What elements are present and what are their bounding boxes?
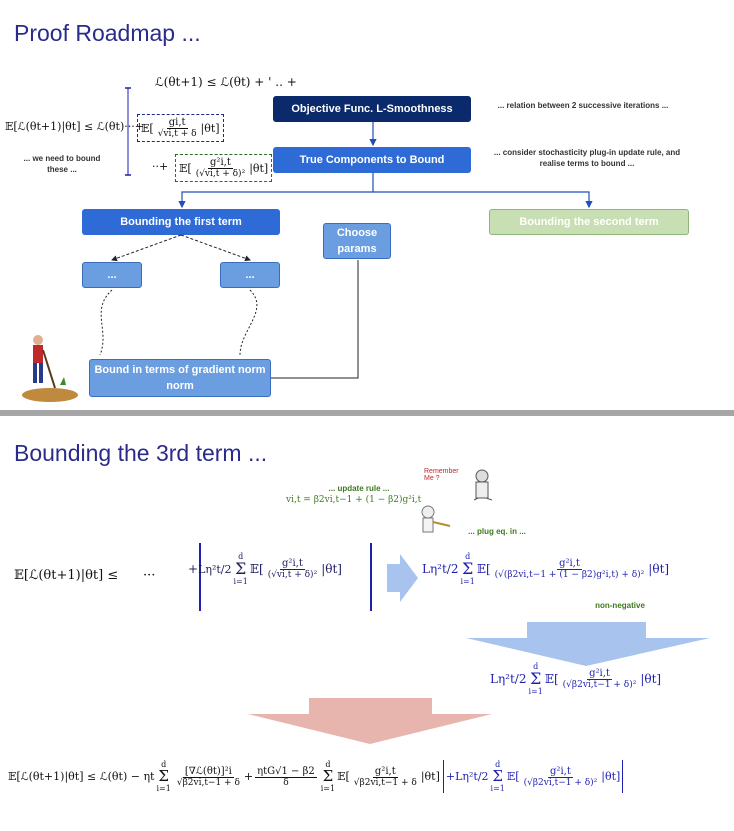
formula-left-b-num: gi,t — [166, 117, 188, 129]
sum-bottom: i=1 — [233, 577, 248, 586]
section-divider — [0, 410, 734, 416]
roadmap-connectors — [22, 87, 593, 402]
formula-left-b-cond: |θt] — [200, 121, 220, 135]
update-rule-eq: vi,t = β2vi,t−1 + (1 − β2)g²i,t — [286, 495, 422, 505]
bottom-graphics — [199, 469, 710, 744]
down-arrow-blue — [466, 622, 710, 666]
term-coefficient: Lη²t/2 — [198, 562, 232, 576]
dotted-left-curve — [99, 289, 113, 356]
formula-left-c-prefix: ··+ — [152, 160, 169, 173]
box-first-term: Bounding the first term — [82, 209, 280, 235]
down-arrow-pink — [248, 698, 492, 744]
note-relation: ... relation between 2 successive iterat… — [497, 101, 669, 110]
note-need-bound: ... we need to bound these ... — [23, 154, 101, 174]
dashed-to-left-dots — [111, 234, 182, 262]
final-t2-num: g²i,t — [372, 765, 398, 778]
note-plug: ... plug eq. in ... — [468, 527, 526, 536]
box-dots-right: ... — [220, 262, 280, 288]
formula-left-b: 𝔼[ gi,t√vi,t + δ |θt] — [137, 114, 224, 142]
non-negative-label: non-negative — [595, 601, 645, 610]
dashed-to-right-dots — [180, 234, 251, 262]
dotted-right-curve — [239, 289, 258, 356]
rhs1-numerator: g²i,t — [557, 558, 582, 570]
formula-left-c-cond: |θt] — [249, 161, 269, 175]
term-numerator: g²i,t — [280, 558, 305, 570]
roadmap-panel: Proof Roadmap ... ℒ(θt+1) ≤ ℒ(θt) + ' ..… — [0, 0, 734, 410]
arrow-to-first-term — [178, 173, 374, 209]
remember-me-label: Remember Me ? — [424, 468, 459, 482]
box-choose-params: Choose params — [323, 223, 391, 259]
pointing-figure-icon — [421, 505, 451, 533]
final-t2-coef-num: ηtG√1 − β2 — [255, 765, 317, 778]
right-arrow — [387, 554, 418, 602]
rhs1-denominator: (√(β2vi,t−1 + (1 − β2)g²i,t) + δ)² — [494, 570, 645, 580]
digging-person-icon — [22, 335, 78, 402]
final-lhs: 𝔼[ℒ(θt+1)|θt] ≤ ℒ(θt) − ηt — [8, 770, 155, 783]
third-term-panel: Bounding the 3rd term ... ... update rul… — [0, 416, 734, 831]
formula-left-b-den: √vi,t + δ — [157, 129, 197, 139]
final-t3-num: g²i,t — [548, 765, 573, 778]
third-term-title: Bounding the 3rd term ... — [14, 440, 268, 466]
term-denominator: (√vi,t + δ)² — [267, 570, 318, 580]
final-t2-den: √β2vi,t−1 + δ — [353, 777, 417, 788]
note-stochastic: ... consider stochasticity plug-in updat… — [493, 148, 681, 168]
formula-left-c-num: g²i,t — [208, 157, 233, 169]
thinking-figure-icon — [473, 469, 493, 501]
final-t1-den: √β2vi,t−1 + δ — [176, 777, 240, 788]
box-second-term: Bounding the second term — [489, 209, 689, 235]
connector-bound-to-choose — [271, 260, 359, 379]
final-t3-coef: Lη²t/2 — [455, 770, 489, 783]
formula-left-c: 𝔼[ g²i,t(√vi,t + δ)² |θt] — [175, 154, 273, 182]
box-objective: Objective Func. L-Smoothness — [273, 96, 471, 122]
rhs2-numerator: g²i,t — [587, 668, 612, 680]
box-bound-gradient: Bound in terms of gradient norm norm — [89, 359, 271, 397]
rhs2-denominator: (√β2vi,t−1 + δ)² — [562, 680, 637, 690]
note-update-rule: ... update rule ... — [328, 484, 390, 493]
final-t1-num: [∇ℒ(θt)]²i — [182, 765, 234, 778]
lhs-dots: ··· — [143, 568, 156, 583]
lhs-expression: 𝔼[ℒ(θt+1)|θt] ≤ — [14, 568, 119, 583]
arrow-to-second-term — [373, 191, 593, 209]
formula-top: ℒ(θt+1) ≤ ℒ(θt) + ' .. + — [155, 75, 297, 89]
formula-left-a: 𝔼[ℒ(θt+1)|θt] ≤ ℒ(θt)···+ — [5, 120, 144, 133]
box-true-components: True Components to Bound — [273, 147, 471, 173]
final-t3-den: (√β2vi,t−1 + δ)² — [523, 777, 598, 788]
formula-left-c-den: (√vi,t + δ)² — [195, 169, 246, 179]
sum-top: d — [238, 552, 244, 561]
box-dots-left: ... — [82, 262, 142, 288]
final-t2-coef-den: δ — [283, 777, 289, 788]
roadmap-title: Proof Roadmap ... — [14, 20, 201, 46]
